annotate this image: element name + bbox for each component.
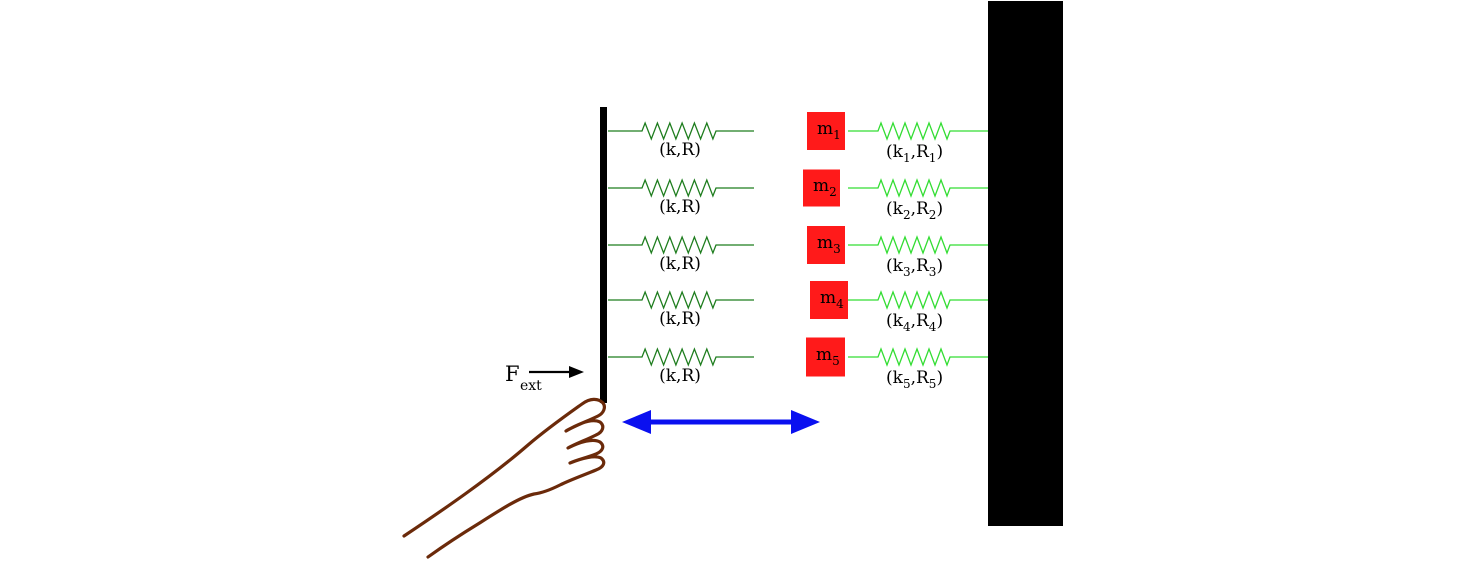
spring-coil bbox=[848, 290, 988, 310]
mass-symbol: m bbox=[817, 119, 833, 139]
oscillator: m5 (k5,R5) bbox=[806, 337, 988, 391]
mass-label: m4 bbox=[820, 288, 844, 311]
oscillator: m2 (k2,R2) bbox=[803, 169, 988, 222]
mass-block bbox=[803, 169, 840, 207]
mass-index: 2 bbox=[829, 185, 837, 199]
mass-symbol: m bbox=[813, 176, 829, 196]
left-spring: (k,R) bbox=[608, 235, 754, 274]
mass-block bbox=[807, 112, 845, 150]
oscillator: m1 (k1,R1) bbox=[807, 112, 988, 165]
right-spring-label: (k5,R5) bbox=[886, 368, 943, 391]
right-spring-label: (k3,R3) bbox=[886, 256, 943, 279]
mass-index: 4 bbox=[836, 297, 844, 311]
double-arrow-icon bbox=[622, 410, 820, 434]
mass-label: m5 bbox=[816, 345, 840, 368]
external-force: F ext bbox=[505, 362, 584, 394]
left-spring-label: (k,R) bbox=[659, 254, 701, 274]
left-spring: (k,R) bbox=[608, 178, 754, 217]
force-subscript: ext bbox=[520, 378, 542, 394]
spring-coil bbox=[608, 235, 754, 255]
spring-coil bbox=[608, 178, 754, 198]
spring-coil bbox=[848, 347, 988, 367]
spring-coil bbox=[848, 121, 988, 141]
mass-label: m1 bbox=[817, 119, 841, 142]
mass-index: 5 bbox=[832, 354, 840, 368]
mass-label: m2 bbox=[813, 176, 837, 199]
mass-symbol: m bbox=[817, 233, 833, 253]
spring-coil bbox=[848, 235, 988, 255]
oscillator: m3 (k3,R3) bbox=[807, 226, 988, 279]
spring-coil bbox=[608, 121, 754, 141]
mass-index: 3 bbox=[833, 242, 841, 256]
mass-symbol: m bbox=[820, 288, 836, 308]
left-spring: (k,R) bbox=[608, 290, 754, 329]
spring-coil bbox=[608, 347, 754, 367]
force-symbol: F bbox=[505, 362, 520, 386]
spring-coil bbox=[608, 290, 754, 310]
mass-index: 1 bbox=[833, 128, 841, 142]
mass-block bbox=[807, 226, 845, 264]
pushing-hand-icon bbox=[402, 397, 606, 559]
right-spring-label: (k2,R2) bbox=[886, 199, 943, 222]
oscillator: m4 (k4,R4) bbox=[810, 281, 988, 334]
left-spring: (k,R) bbox=[608, 347, 754, 386]
right-spring-label: (k1,R1) bbox=[886, 142, 943, 165]
left-spring-label: (k,R) bbox=[659, 197, 701, 217]
spring-rows: (k,R)(k,R)(k,R)(k,R)(k,R)m1(k1,R1)m2(k2,… bbox=[608, 112, 988, 391]
driving-plate bbox=[600, 107, 607, 403]
spring-coil bbox=[848, 178, 988, 198]
left-spring-label: (k,R) bbox=[659, 309, 701, 329]
mass-block bbox=[810, 281, 848, 319]
left-spring-label: (k,R) bbox=[659, 366, 701, 386]
right-spring-label: (k4,R4) bbox=[886, 311, 943, 334]
mass-label: m3 bbox=[817, 233, 841, 256]
mass-block bbox=[806, 337, 845, 377]
arrow-right-icon bbox=[529, 366, 584, 378]
left-spring-label: (k,R) bbox=[659, 140, 701, 160]
left-spring: (k,R) bbox=[608, 121, 754, 160]
fixed-wall bbox=[988, 1, 1063, 526]
mass-symbol: m bbox=[816, 345, 832, 365]
